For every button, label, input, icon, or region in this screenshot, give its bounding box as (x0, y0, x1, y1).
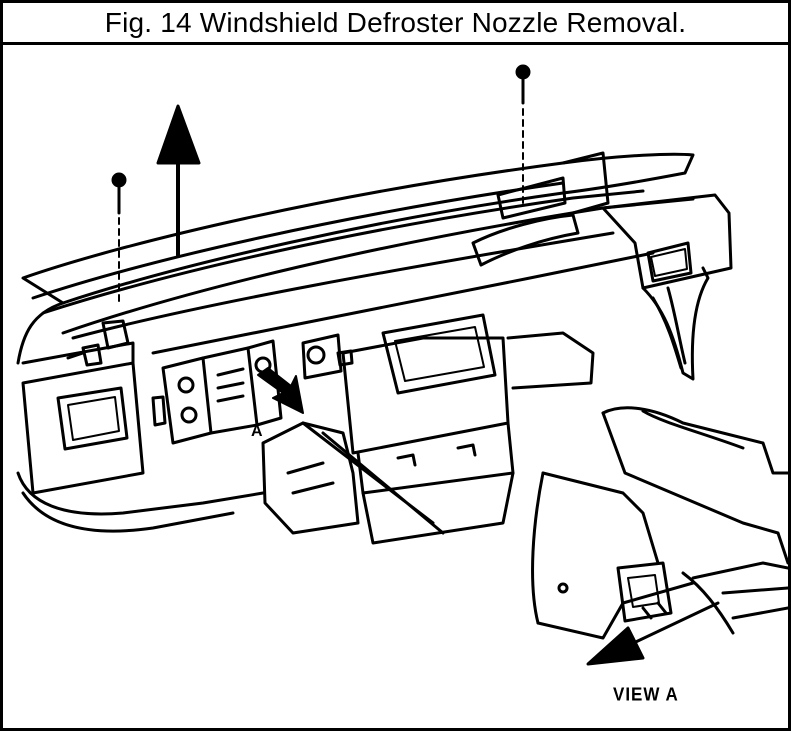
center-bracket (151, 339, 283, 445)
callout-label-a: A (251, 423, 263, 440)
lower-housing (261, 421, 445, 535)
defroster-duct (301, 313, 595, 545)
lift-arrow (156, 104, 201, 257)
instrument-panel-top (16, 151, 695, 365)
figure-caption: Fig. 14 Windshield Defroster Nozzle Remo… (3, 3, 788, 45)
left-screw (111, 172, 127, 304)
right-side-bracket (601, 193, 733, 381)
callout-arrow (257, 367, 304, 414)
right-screw (515, 64, 531, 204)
defroster-nozzle-diagram (16, 64, 788, 666)
view-a-label: VIEW A (613, 684, 679, 705)
view-a-detail (531, 406, 788, 640)
left-side-structure (16, 341, 265, 533)
view-a-arrow (586, 601, 720, 666)
